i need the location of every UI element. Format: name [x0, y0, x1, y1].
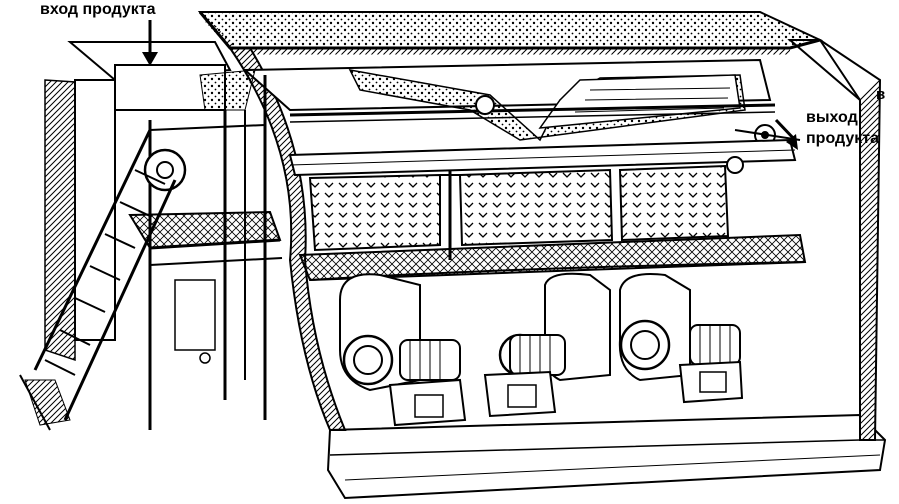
access-ladder: [19, 129, 177, 431]
fan-2: [483, 272, 611, 418]
housing-roof: [197, 11, 823, 55]
fan-3: [618, 273, 744, 404]
upper-conveyor: [242, 58, 801, 146]
corner-letter-label: в: [876, 86, 886, 103]
product-outlet-label-line1: выход: [806, 109, 858, 126]
product-outlet-label: выход продукта: [806, 107, 879, 149]
loading-platform: [44, 41, 283, 430]
inlet-arrow: [142, 20, 158, 66]
product-inlet-label: вход продукта: [40, 1, 156, 18]
right-housing-wall: [787, 39, 882, 441]
outlet-arrow: [774, 118, 798, 150]
perforated-panels: [308, 164, 730, 260]
product-outlet-label-line2: продукта: [806, 130, 879, 147]
fan-1: [339, 273, 467, 427]
middle-conveyor: [288, 138, 797, 177]
floor-slab: [326, 413, 887, 500]
